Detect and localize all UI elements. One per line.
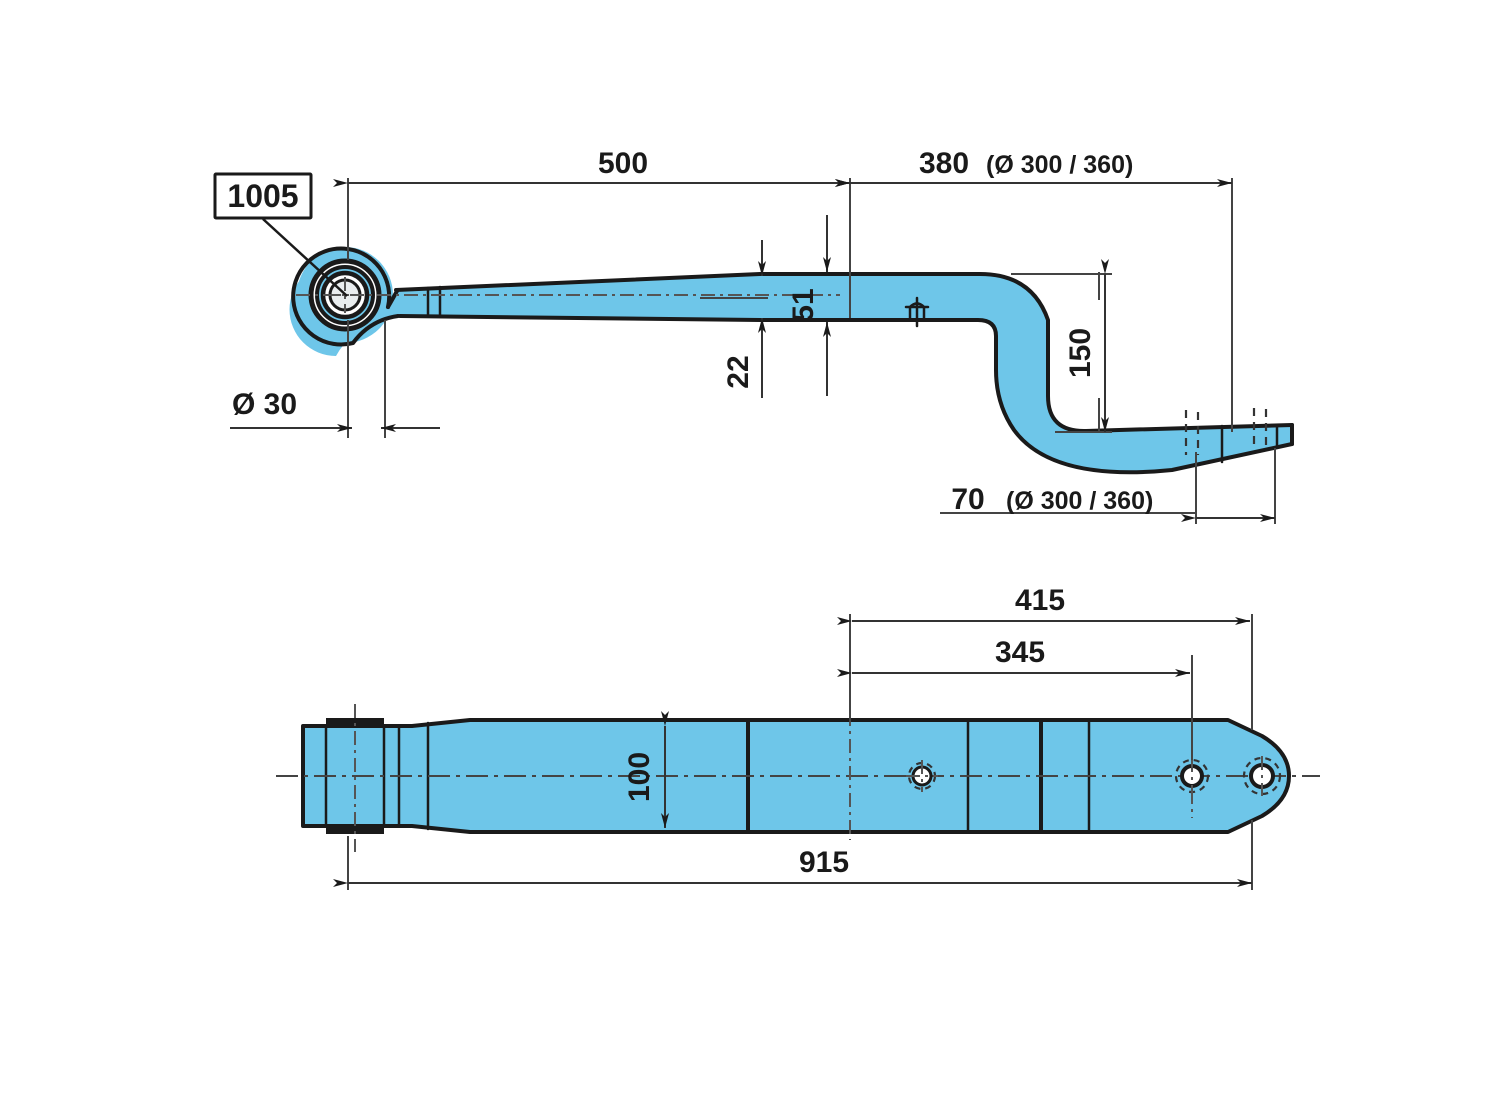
dimension-500: 500	[333, 147, 850, 187]
bolt-hole-marker-side	[904, 296, 930, 328]
tip-hidden-holes	[1184, 408, 1279, 464]
dimension-70-note: (Ø 300 / 360)	[1006, 487, 1153, 515]
part-tag-leader	[262, 218, 348, 297]
dimension-bore-30-label: Ø 30	[232, 388, 297, 421]
dimension-100: 100	[623, 711, 669, 828]
arm-body	[289, 246, 1294, 475]
dimension-100-label: 100	[623, 752, 656, 802]
plan-end-eye-hole	[1242, 756, 1282, 796]
side-extension-lines	[347, 178, 1276, 524]
arm-section-lines	[426, 285, 442, 317]
part-tag-1005[interactable]: 1005	[213, 172, 348, 297]
dimension-380-note: (Ø 300 / 360)	[986, 151, 1133, 179]
dimension-915: 915	[333, 846, 1252, 887]
plan-view: 415 345 100 915	[276, 584, 1320, 890]
dimension-345-label: 345	[995, 636, 1045, 669]
dimension-380: 380 (Ø 300 / 360)	[835, 147, 1232, 187]
dimension-345: 345	[837, 636, 1190, 677]
dimension-51: 51	[787, 215, 831, 396]
dimension-415: 415	[837, 584, 1250, 625]
dimension-380-label: 380	[919, 147, 969, 180]
dimension-70: 70 (Ø 300 / 360)	[951, 483, 1275, 522]
dimension-150-label: 150	[1064, 328, 1097, 378]
plan-body	[301, 718, 1291, 834]
plan-bolt-hole-right	[1174, 758, 1210, 794]
part-tag-label: 1005	[227, 178, 298, 214]
dimension-bore-30: Ø 30	[230, 388, 440, 432]
dimension-22: 22	[700, 240, 768, 398]
dimension-915-label: 915	[799, 846, 849, 879]
plan-bolt-hole-middle	[906, 760, 938, 792]
dimension-500-label: 500	[598, 147, 648, 180]
dimension-22-label: 22	[722, 355, 755, 388]
dimension-70-label: 70	[951, 483, 984, 516]
dimension-150: 150	[1064, 259, 1109, 432]
dimension-415-label: 415	[1015, 584, 1065, 617]
dimension-51-label: 51	[787, 288, 820, 321]
side-elevation-view: 500 380 (Ø 300 / 360) 22 51 150	[213, 147, 1294, 524]
